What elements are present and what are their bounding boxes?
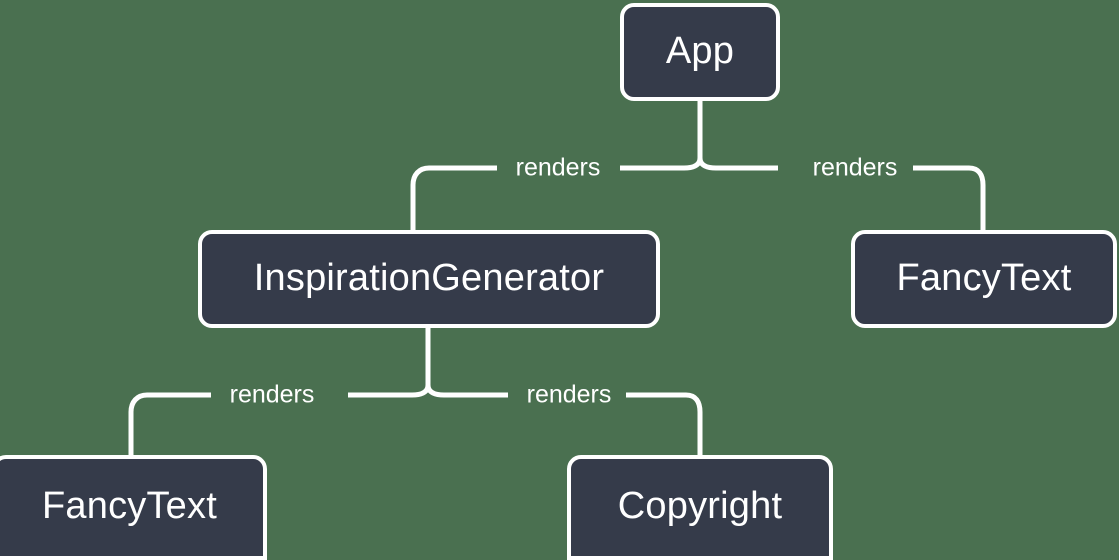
node-fancy-text-left[interactable]: FancyText bbox=[0, 455, 267, 560]
node-fancy-text-right[interactable]: FancyText bbox=[851, 230, 1117, 328]
edge-label-inspiration-generator-to-fancy-text: renders bbox=[229, 380, 315, 409]
edge-label-inspiration-generator-to-copyright: renders bbox=[526, 380, 612, 409]
node-copyright[interactable]: Copyright bbox=[567, 455, 833, 560]
edge-label-app-to-fancy-text: renders bbox=[812, 153, 898, 182]
node-copyright-label: Copyright bbox=[617, 485, 783, 527]
wire-app-to-inspgen bbox=[620, 157, 703, 171]
wire-inspgen-to-fancyleft bbox=[348, 384, 431, 398]
node-fancy-text-right-label: FancyText bbox=[896, 256, 1072, 299]
node-inspiration-generator-label: InspirationGenerator bbox=[253, 256, 605, 299]
node-fancy-text-left-label: FancyText bbox=[42, 485, 217, 527]
node-inspiration-generator[interactable]: InspirationGenerator bbox=[198, 230, 660, 328]
wire-inspgen-to-copyright-tail bbox=[626, 392, 703, 455]
edge-label-app-to-inspiration-generator: renders bbox=[515, 153, 601, 182]
wire-app-to-inspgen-tail bbox=[410, 165, 497, 230]
node-app[interactable]: App bbox=[620, 3, 780, 101]
wire-inspgen-to-copyright bbox=[425, 384, 508, 398]
wire-inspgen-to-fancyleft-tail bbox=[128, 392, 211, 455]
wire-app-to-fancyright-tail bbox=[913, 165, 986, 230]
node-app-label: App bbox=[665, 29, 735, 72]
wire-app-to-fancyright bbox=[697, 157, 778, 171]
